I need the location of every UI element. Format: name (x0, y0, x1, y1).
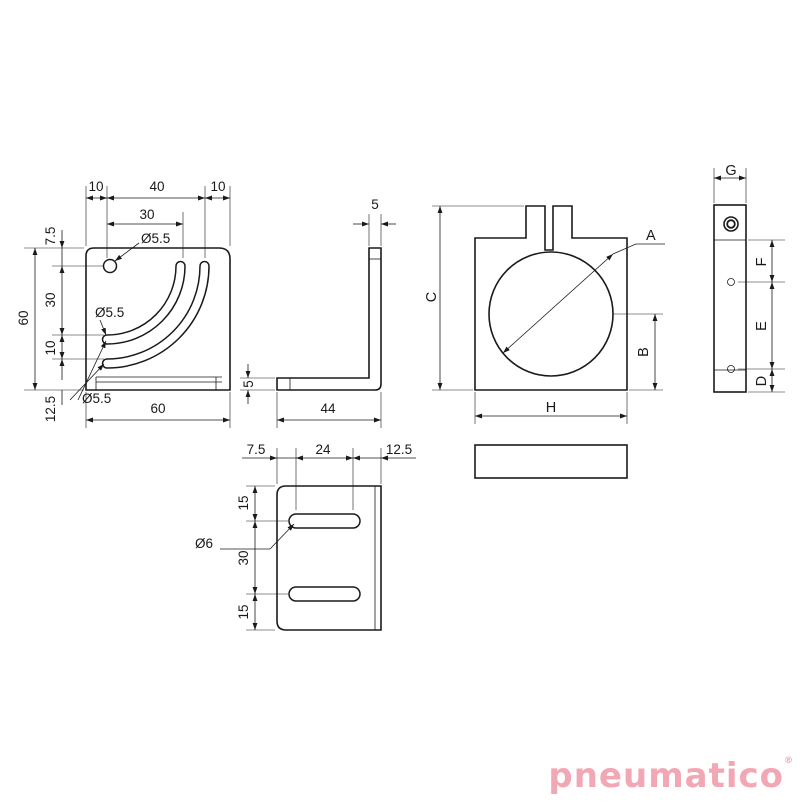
dim-top-left: 10 (88, 179, 103, 194)
dim-bottom-top-left: 7.5 (247, 442, 266, 457)
dim-left-7-5: 7.5 (43, 227, 58, 246)
bottom-view: 7.5 24 12.5 15 30 15 Ø6 (195, 442, 416, 631)
end-view-bolt-inner (726, 219, 736, 229)
clamp-bottom-bar (474, 444, 628, 479)
bottom-hole-label: Ø6 (195, 536, 213, 551)
dim-bottom-top-right: 12.5 (386, 442, 412, 457)
slot-label-inner: Ø5.5 (95, 305, 124, 320)
label-g: G (725, 163, 736, 179)
label-e: E (754, 321, 770, 331)
dim-overall-height: 60 (16, 310, 31, 325)
dim-bottom-left: 12.5 (43, 396, 58, 422)
dim-bottom-top-mid: 24 (315, 442, 331, 457)
label-c: C (424, 292, 440, 302)
bottom-slot-bottom (288, 586, 361, 602)
dim-bottom-left-1: 15 (236, 495, 251, 510)
dim-line-a (502, 253, 614, 354)
front-arc-slot-inner (101, 260, 186, 345)
dim-side-thickness: 5 (371, 197, 379, 212)
bottom-slot-top (288, 513, 361, 529)
end-view-bolt-outer (723, 216, 739, 232)
dim-side-length: 44 (320, 401, 336, 416)
front-plate-outline (85, 247, 231, 391)
dim-top-mid: 40 (149, 179, 164, 194)
dim-left-30: 30 (43, 292, 58, 307)
slot-label-outer: Ø5.5 (82, 391, 111, 406)
end-view-hole-upper (727, 278, 735, 286)
end-view: G F E D (713, 163, 785, 393)
dim-left-10: 10 (43, 340, 58, 355)
dim-inner-width: 30 (139, 207, 154, 222)
side-profile-outline (276, 247, 382, 391)
label-f: F (754, 257, 770, 266)
dim-bottom-width: 60 (150, 401, 165, 416)
hole-leader (114, 242, 140, 262)
brand-name: pneumatico (548, 756, 784, 796)
label-b: B (636, 347, 652, 357)
label-d: D (754, 376, 770, 386)
dim-bottom-left-3: 15 (236, 604, 251, 619)
front-arc-slot-outer (101, 260, 210, 369)
bottom-plate-outline (276, 485, 382, 631)
clamp-view: A C B H (424, 205, 665, 479)
dim-bottom-left-2: 30 (236, 550, 251, 565)
label-a: A (646, 228, 656, 244)
end-view-outline (713, 204, 747, 393)
dim-top-right: 10 (210, 179, 225, 194)
label-h: H (546, 400, 556, 416)
brand-logo: pneumatico® (548, 756, 794, 796)
front-hole-label: Ø5.5 (141, 231, 170, 246)
dim-side-flange: 5 (241, 380, 256, 388)
side-view: 5 5 44 (240, 197, 396, 428)
end-view-hole-lower (727, 365, 735, 373)
front-view: 10 40 10 30 Ø5.5 7.5 30 10 60 12.5 Ø5.5 … (16, 179, 231, 428)
brand-registered-mark: ® (784, 756, 794, 766)
